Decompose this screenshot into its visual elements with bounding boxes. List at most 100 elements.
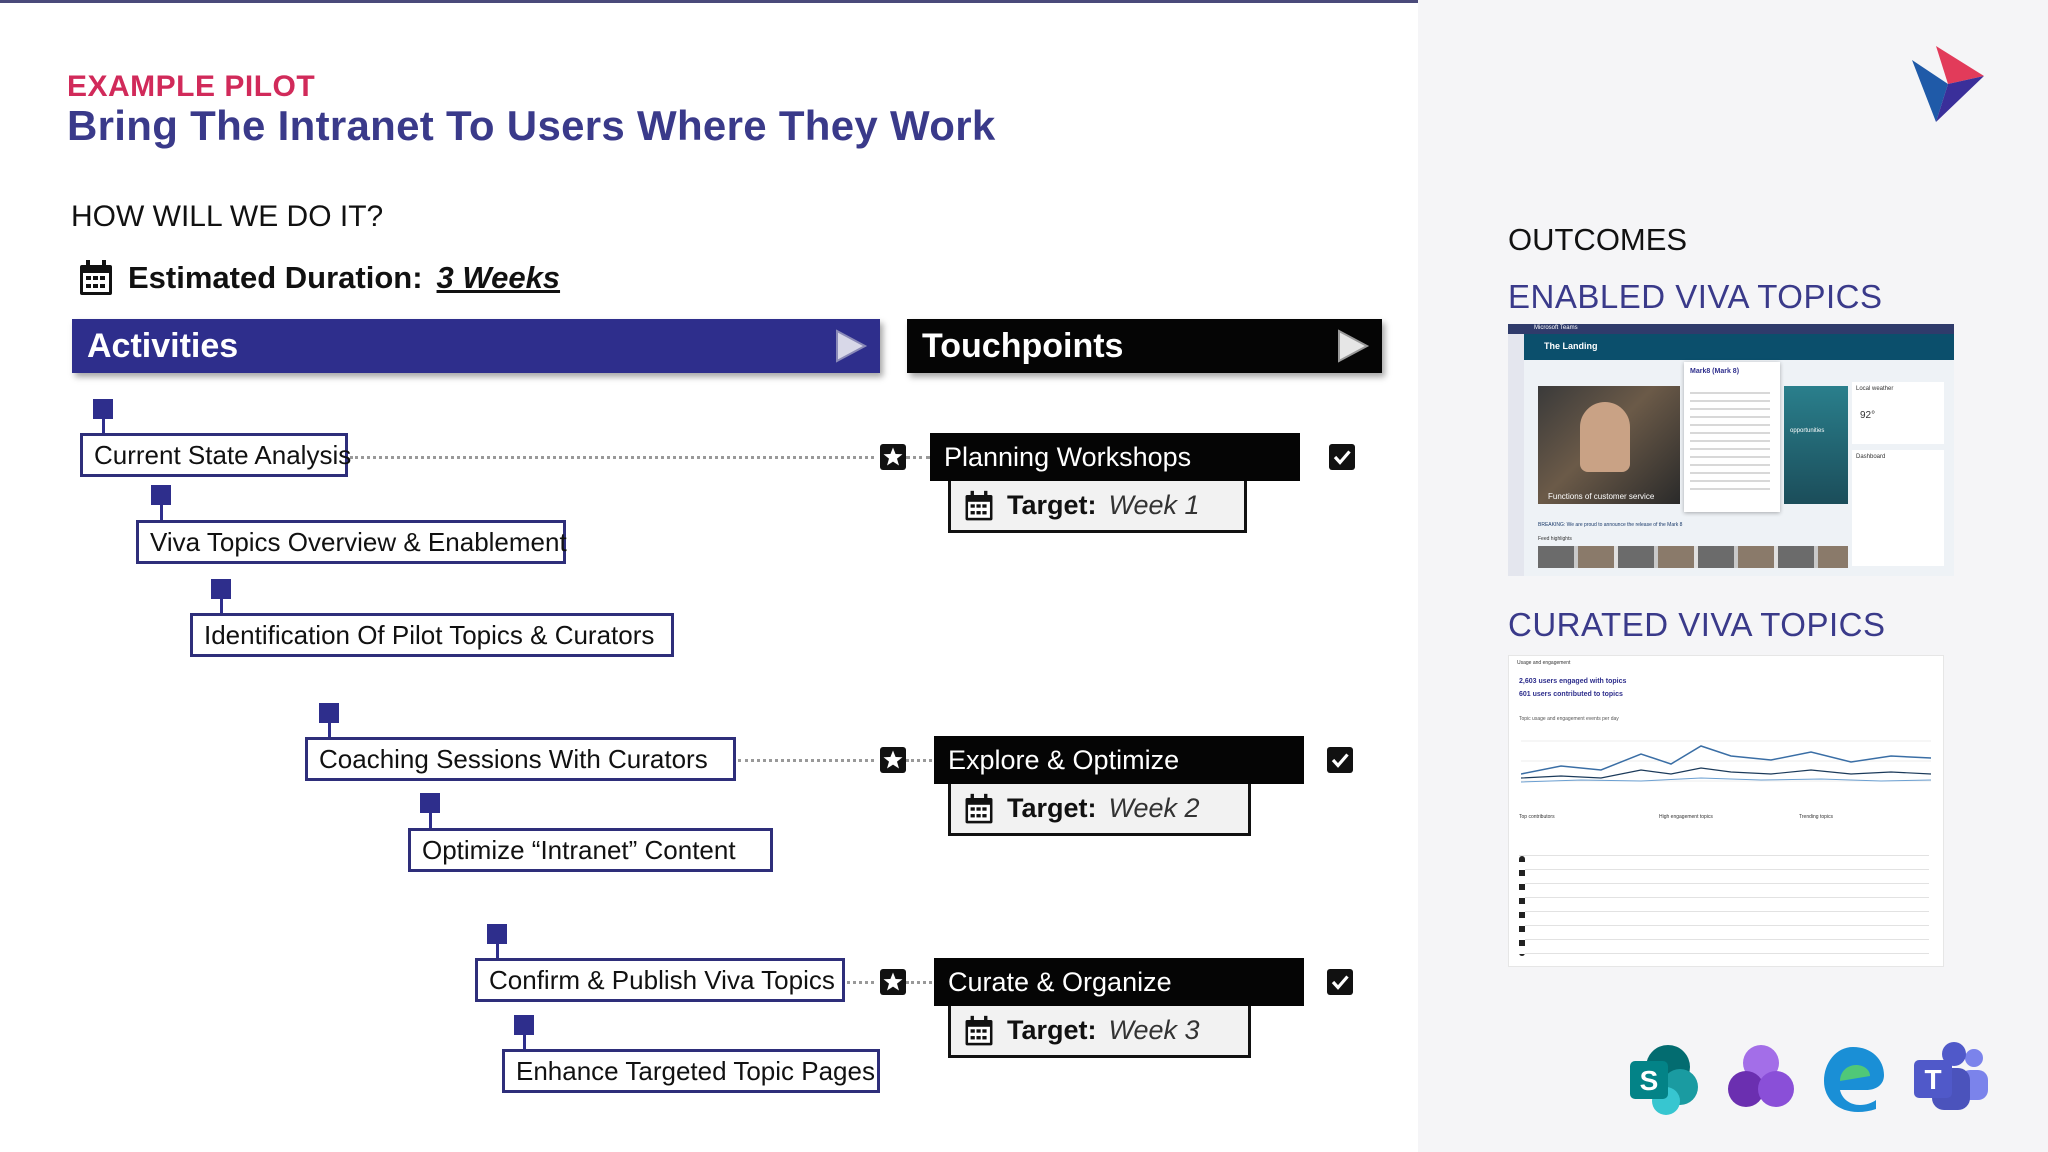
trending-col-title: Trending topics [1799,814,1833,820]
news-tile [1784,386,1848,504]
topic-card-title: Mark8 (Mark 8) [1690,368,1740,375]
touchpoint-target: Target: Week 3 [948,1006,1251,1058]
landing-site-name: The Landing [1544,341,1598,351]
activity-item: Viva Topics Overview & Enablement [136,520,567,564]
dashboard-label: Dashboard [1856,454,1886,460]
touchpoints-title: Touchpoints [922,326,1124,365]
checkbox-checked-icon [1329,444,1355,470]
engaged-stat: 2,603 users engaged with topics [1519,678,1627,685]
activities-header: Activities [72,319,880,373]
sharepoint-letter: S [1640,1065,1659,1096]
engagement-line-chart [1521,740,1931,783]
edge-icon [1824,1047,1884,1112]
landing-header [1524,334,1954,360]
play-arrow-icon [1338,329,1370,363]
dotted-leader [738,759,874,762]
hero-caption: Functions of customer service [1548,492,1655,501]
outcomes-panel [1418,0,2048,1152]
outcomes-heading: OUTCOMES [1508,222,1688,257]
target-label: Target: [1007,490,1097,520]
dotted-leader [906,981,932,984]
topics-analytics-screenshot: Usage and engagement 2,603 users engaged… [1508,655,1944,967]
target-label: Target: [1007,1015,1097,1045]
target-label: Target: [1007,793,1097,823]
timeline-marker [487,924,507,944]
estimated-duration: Estimated Duration: 3 Weeks [78,258,560,298]
teams-app-name: Microsoft Teams [1534,325,1578,331]
engagement-col-title: High engagement topics [1659,814,1713,820]
activity-item: Current State Analysis [80,433,351,477]
timeline-marker [319,703,339,723]
breaking-banner: BREAKING: We are proud to announce the r… [1538,522,1683,528]
play-arrow-icon [836,329,868,363]
teams-icon: T [1914,1042,1988,1110]
dashboard-card [1852,450,1944,566]
top-rule [0,0,2048,3]
touchpoint-target: Target: Week 1 [948,481,1247,533]
teams-title-bar [1508,324,1954,334]
feed-label: Feed highlights [1538,536,1572,542]
target-value: Week 3 [1108,1015,1200,1045]
timeline-marker [514,1015,534,1035]
topic-card-lines [1690,386,1770,496]
teams-landing-screenshot: Microsoft Teams The Landing Functions of… [1508,324,1954,576]
news-tile-label: opportunities [1790,428,1825,434]
hero-person [1580,402,1630,472]
activity-item: Identification Of Pilot Topics & Curator… [190,613,674,657]
contributors-col-title: Top contributors [1519,814,1555,820]
timeline-connector [328,722,331,737]
checkbox-checked-icon [1327,969,1353,995]
timeline-connector [496,943,499,958]
timeline-marker [211,579,231,599]
analytics-section-label: Usage and engagement [1517,660,1571,666]
touchpoint-title: Explore & Optimize [934,736,1304,784]
dotted-leader [906,759,932,762]
avatar-column [1519,856,1525,956]
calendar-icon [965,1015,993,1045]
activity-item: Enhance Targeted Topic Pages [502,1049,880,1093]
brand-logo-icon [1912,46,1984,122]
touchpoint-title: Planning Workshops [930,433,1300,481]
star-icon [880,747,906,773]
sharepoint-icon: S [1630,1045,1698,1115]
section-question: HOW WILL WE DO IT? [71,200,384,233]
activity-item: Coaching Sessions With Curators [305,737,736,781]
weather-label: Local weather [1856,386,1894,392]
contributed-stat: 601 users contributed to topics [1519,691,1623,698]
touchpoint-target: Target: Week 2 [948,784,1251,836]
eyebrow-label: EXAMPLE PILOT [67,70,316,103]
viva-icon [1728,1045,1794,1107]
timeline-connector [102,418,105,433]
touchpoints-header: Touchpoints [907,319,1382,373]
dotted-leader [906,456,930,459]
checkbox-checked-icon [1327,747,1353,773]
feed-strip [1538,546,1848,568]
dotted-leader [350,456,874,459]
target-value: Week 1 [1108,490,1200,520]
touchpoint-title: Curate & Organize [934,958,1304,1006]
star-icon [880,444,906,470]
dotted-leader [847,981,874,984]
star-icon [880,969,906,995]
analytics-table [1519,846,1929,958]
timeline-marker [93,399,113,419]
timeline-marker [151,485,171,505]
curated-topics-heading: CURATED VIVA TOPICS [1508,606,1886,643]
timeline-connector [160,504,163,520]
weather-card [1852,382,1944,444]
chart-caption: Topic usage and engagement events per da… [1519,716,1619,722]
timeline-connector [523,1034,526,1049]
weather-temperature: 92° [1860,410,1876,421]
timeline-connector [429,812,432,828]
activities-title: Activities [87,326,239,365]
enabled-topics-heading: ENABLED VIVA TOPICS [1508,278,1883,315]
calendar-icon [80,260,112,295]
teams-letter: T [1924,1064,1941,1095]
timeline-marker [420,793,440,813]
duration-label: Estimated Duration: [128,260,423,295]
calendar-icon [965,490,993,520]
page-title: Bring The Intranet To Users Where They W… [67,102,996,149]
target-value: Week 2 [1108,793,1200,823]
teams-rail [1508,334,1524,576]
duration-value: 3 Weeks [436,260,561,295]
